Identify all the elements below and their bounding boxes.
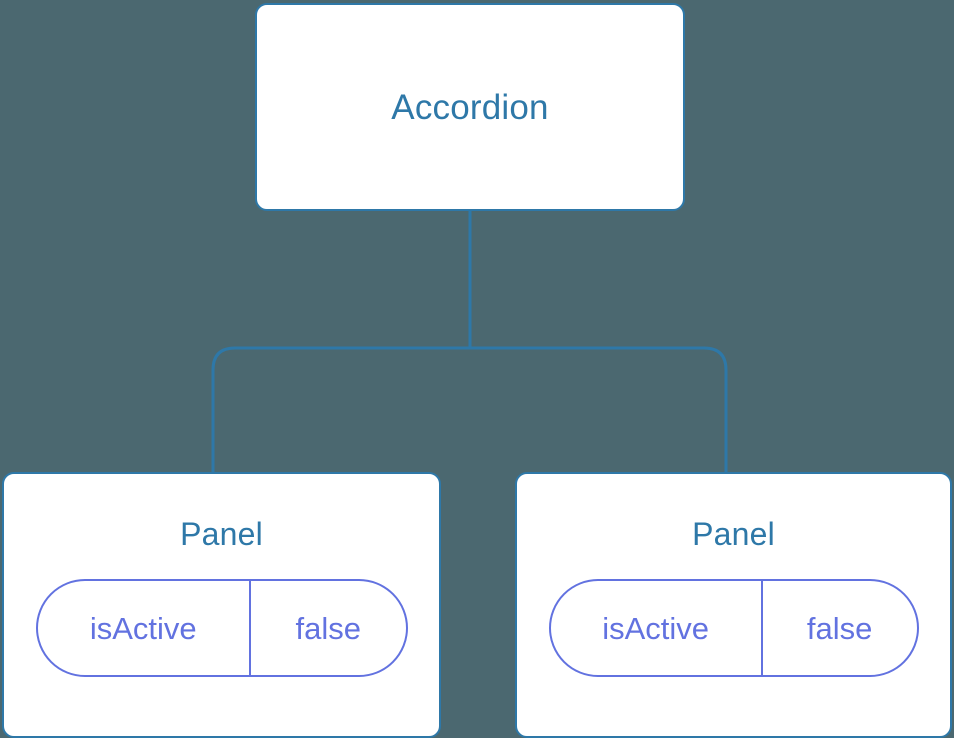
edge-branch-right (470, 346, 728, 474)
prop-value-isactive-left: false (295, 610, 361, 646)
edge-branch-left (211, 346, 470, 474)
node-panel-left-label: Panel (180, 516, 263, 552)
node-panel-right[interactable]: Panel isActive false (515, 472, 952, 738)
node-panel-right-label: Panel (692, 516, 775, 552)
prop-key-isactive-left: isActive (38, 581, 251, 675)
prop-pill-left[interactable]: isActive false (35, 579, 408, 677)
prop-value-isactive-right: false (806, 610, 873, 646)
node-panel-left[interactable]: Panel isActive false (2, 472, 441, 738)
prop-key-isactive-right: isActive (551, 581, 763, 675)
prop-pill-right[interactable]: isActive false (548, 579, 919, 677)
node-accordion[interactable]: Accordion (255, 3, 685, 211)
node-accordion-label: Accordion (391, 87, 549, 127)
